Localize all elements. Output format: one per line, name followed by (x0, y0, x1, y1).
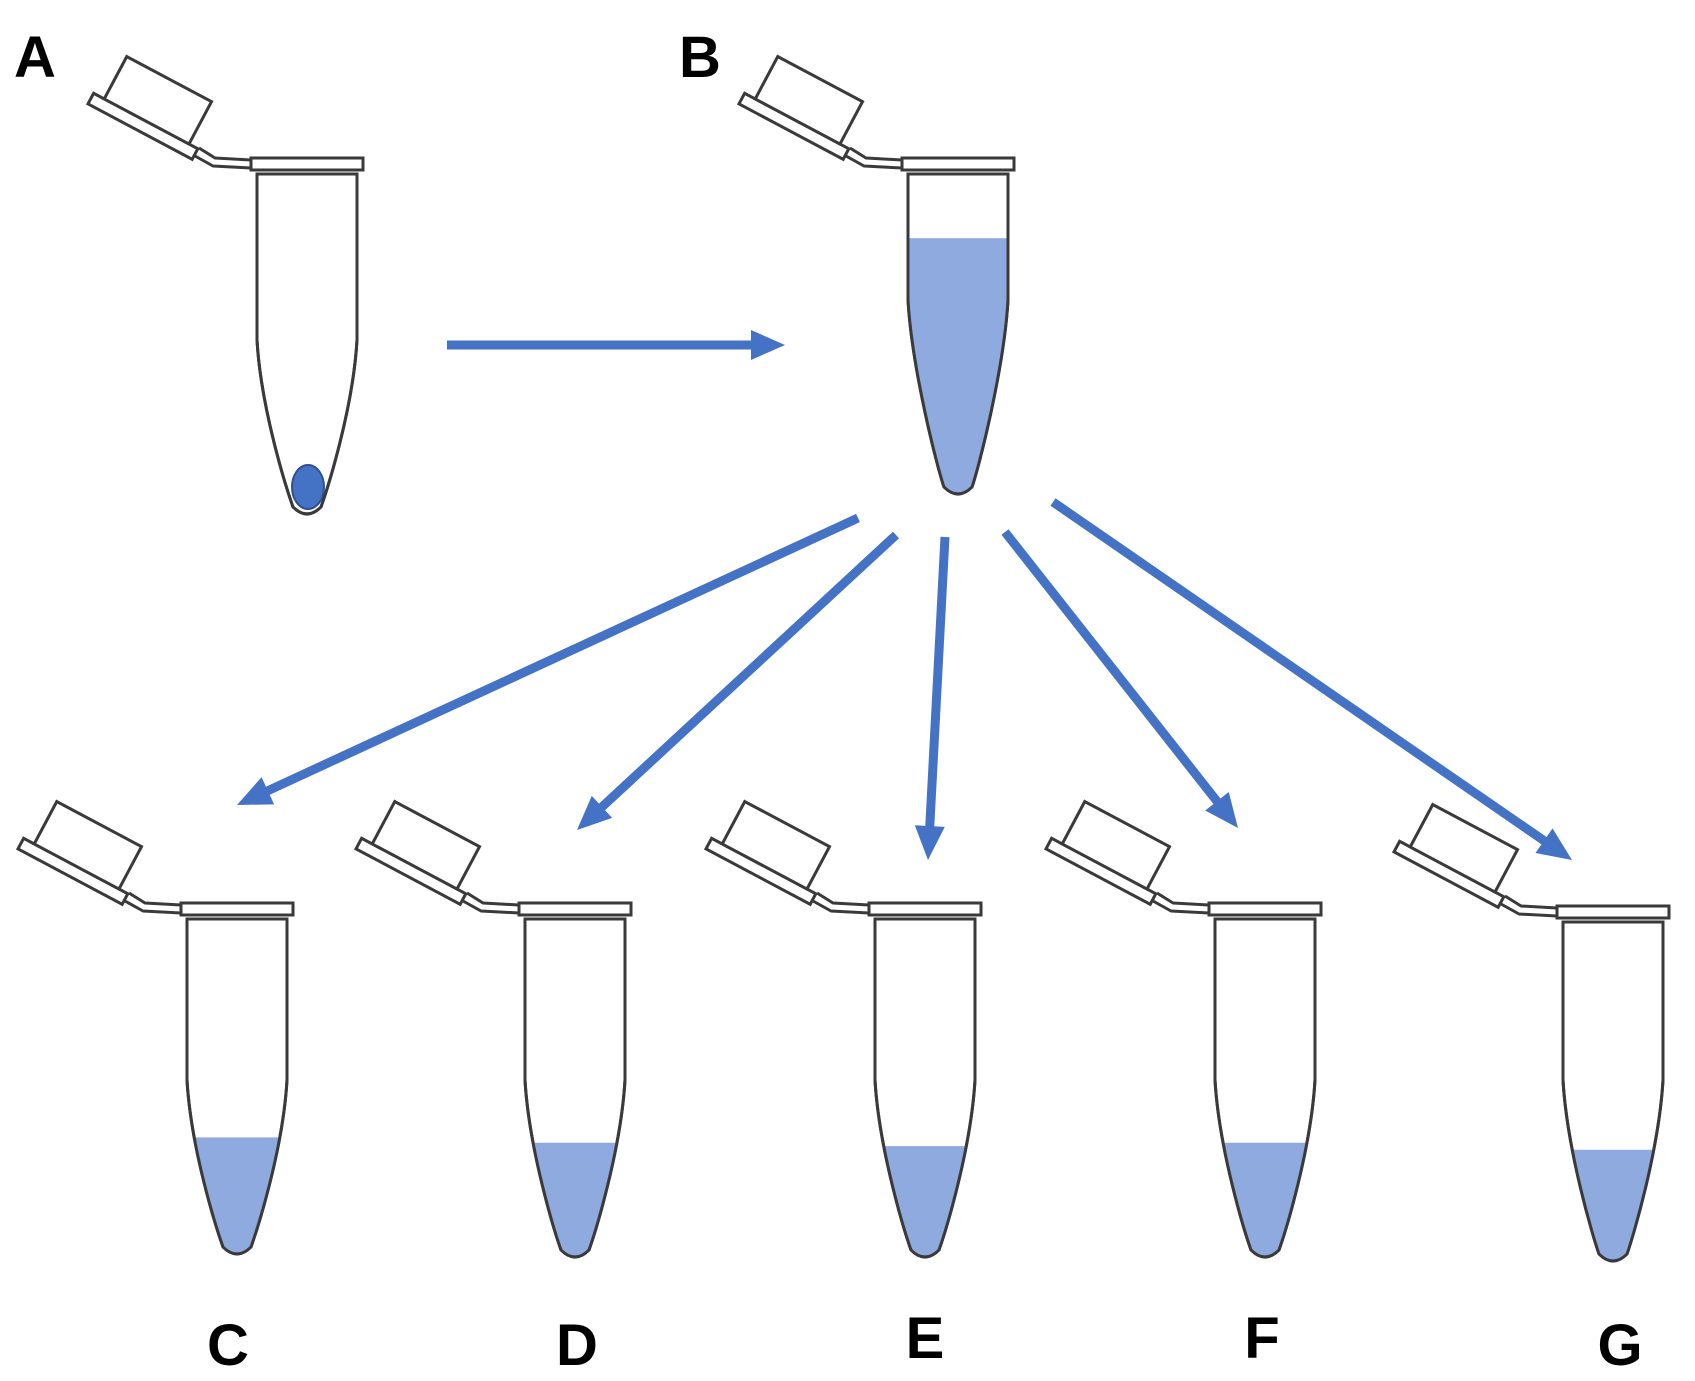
tube-outline-e (873, 919, 977, 1259)
arrow-shaft (264, 513, 860, 796)
tube-outline-d (523, 919, 627, 1259)
arrow-b-to-d (577, 531, 900, 830)
liquid-b (908, 238, 1008, 494)
hinge-d (462, 891, 520, 915)
lid-g (1391, 802, 1520, 910)
arrow-shaft (597, 531, 900, 812)
arrow-head (577, 795, 613, 830)
tube-outline-c (185, 919, 289, 1256)
tube-outline-a (255, 174, 359, 516)
tube-outline-b (906, 174, 1010, 496)
lid-f (1043, 799, 1172, 907)
tube-label-e: E (906, 1306, 945, 1371)
pellet-a (291, 464, 325, 510)
tube-label-d: D (556, 1313, 598, 1378)
liquid-f (1215, 1142, 1315, 1257)
tube-d (353, 799, 633, 1259)
tube-label-b: B (679, 25, 721, 90)
lid-d (353, 799, 482, 907)
hinge-f (1152, 891, 1210, 915)
tube-e (703, 799, 983, 1259)
lid-b (736, 54, 865, 162)
lid-e (703, 799, 832, 907)
tube-outline-g (1561, 922, 1665, 1263)
tube-label-a: A (14, 25, 56, 90)
tube-body-a (255, 172, 359, 516)
hinge-a (194, 146, 252, 170)
tube-rim-g (1555, 904, 1671, 920)
hinge-g (1500, 894, 1558, 918)
tube-rim-b (900, 156, 1016, 172)
tube-a (85, 54, 365, 516)
tube-rim-d (517, 901, 633, 917)
hinge-b (845, 146, 903, 170)
arrow-b-to-g (1050, 498, 1572, 860)
lid-a (85, 54, 214, 162)
tube-label-c: C (207, 1313, 249, 1378)
tube-label-g: G (1597, 1313, 1642, 1378)
tube-rim-f (1207, 901, 1323, 917)
arrows-layer (237, 330, 1572, 860)
hinge-c (124, 891, 182, 915)
tube-f (1043, 799, 1323, 1259)
tube-rim-c (179, 901, 295, 917)
arrow-head (1535, 828, 1572, 860)
tube-rim-e (867, 901, 983, 917)
arrow-head (237, 777, 275, 805)
liquid-c (187, 1137, 287, 1254)
arrow-head (1205, 792, 1238, 828)
arrow-head (751, 330, 785, 360)
tube-b (736, 54, 1016, 496)
tube-rim-a (249, 156, 365, 172)
tube-c (15, 799, 295, 1256)
labels-layer: A B C D E F G (14, 25, 1643, 1378)
tubes-layer (15, 54, 1671, 1263)
hinge-e (812, 891, 870, 915)
arrow-shaft (925, 536, 950, 829)
arrow-b-to-c (237, 513, 860, 805)
liquid-e (875, 1146, 975, 1257)
arrow-a-to-b (447, 330, 785, 360)
arrow-shaft (1001, 529, 1222, 806)
tube-g (1391, 802, 1671, 1263)
tube-outline-f (1213, 919, 1317, 1259)
liquid-g (1563, 1149, 1663, 1261)
arrow-head (914, 825, 945, 860)
arrow-b-to-e (914, 536, 950, 860)
liquid-d (525, 1142, 625, 1257)
lid-c (15, 799, 144, 907)
arrow-b-to-f (1001, 529, 1238, 828)
arrow-shaft (1050, 498, 1549, 846)
tube-label-f: F (1244, 1306, 1279, 1371)
